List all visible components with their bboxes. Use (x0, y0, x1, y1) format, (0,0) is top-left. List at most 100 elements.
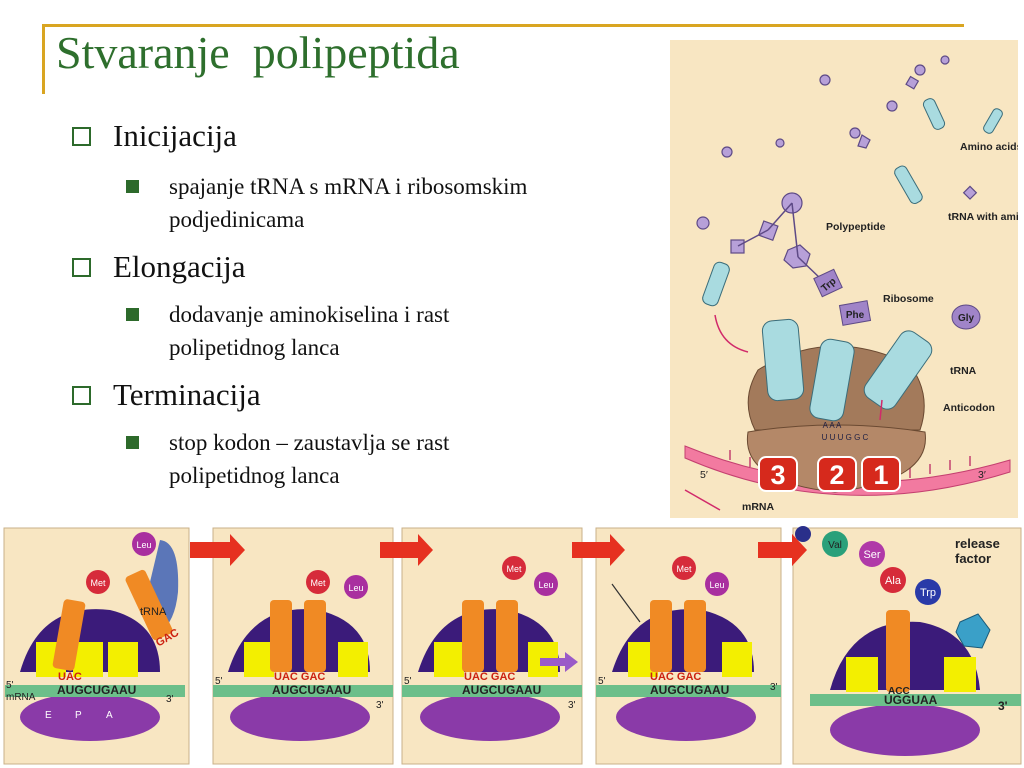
anticodon-label: UAC (58, 671, 82, 683)
site-p-label: P (75, 710, 82, 721)
exit-arrow-icon (714, 314, 749, 353)
bullet-detail: spajanje tRNA s mRNA i ribosomskim podje… (169, 174, 528, 232)
label-amino: Amino acids (960, 141, 1018, 153)
site-badge (817, 456, 857, 492)
anticodon-label: UAC GAC (464, 671, 515, 683)
leu-ball (344, 575, 368, 599)
bullet-elongacija: Elongacija (72, 249, 246, 285)
mrna-label: mRNA (6, 692, 36, 703)
hollow-square-bullet-icon (72, 385, 91, 405)
release-factor-label: release factor (955, 536, 1003, 566)
val-label: Val (828, 540, 842, 551)
square-bullet-icon (126, 436, 139, 449)
three-prime-label: 3' (376, 700, 384, 711)
panel-initiation: Met Leu tRNA UAC GAC AUGCUGAAU 5' 3' mRN… (5, 532, 185, 741)
step-arrow-icon (572, 534, 625, 566)
ser-label: Ser (863, 549, 880, 561)
codon-sequence: AUGCUGAAU (650, 683, 729, 697)
met-label: Met (506, 564, 522, 574)
trna-a (496, 600, 518, 672)
anticodon-label: UAC GAC (650, 671, 701, 683)
amino-acid-ball (795, 526, 811, 542)
ribosome-site (338, 642, 368, 677)
leu-ball (132, 532, 156, 556)
trp-ball (915, 579, 941, 605)
title-frame-line (42, 24, 964, 27)
three-prime-label: 3' (166, 694, 174, 705)
ribosome-site (846, 657, 878, 692)
label-three-prime: 3′ (978, 469, 986, 481)
site-number: 3 (770, 460, 785, 490)
sub-bullet: dodavanje aminokiselina i rast polipetid… (126, 298, 529, 364)
ala-ball (880, 567, 906, 593)
mrna-strand (5, 685, 185, 697)
release-factor-text: factor (955, 551, 991, 566)
anticodon-label: ACC (888, 686, 910, 697)
entry-arrow-icon (879, 399, 883, 421)
leu-label: Leu (538, 580, 553, 590)
codon-sequence: AUGCUGAAU (272, 683, 351, 697)
hollow-square-bullet-icon (72, 126, 91, 146)
met-label: Met (676, 564, 692, 574)
leu-label: Leu (709, 580, 724, 590)
label-anticodon: Anticodon (943, 402, 995, 414)
codon-sequence: AUGCUGAAU (57, 683, 136, 697)
met-label: Met (90, 578, 106, 588)
site-badge (861, 456, 901, 492)
gly-label: Gly (958, 313, 975, 324)
panel-elongation-2: Met Leu UAC GAC AUGCUGAAU 5' 3' (402, 556, 582, 741)
trna-a (304, 600, 326, 672)
figure-labels: Amino acids tRNA with amino acid attache… (700, 141, 1018, 513)
sub-bullet: stop kodon – zaustavlja se rast polipeti… (126, 426, 529, 492)
label-mrna: mRNA (742, 501, 775, 513)
bullet-heading: Inicijacija (113, 118, 237, 153)
bullet-heading: Elongacija (113, 249, 246, 284)
label-five-prime: 5′ (700, 469, 708, 481)
panel-elongation-1: Met Leu UAC GAC AUGCUGAAU 5' 3' (213, 570, 393, 741)
three-prime-label: 3' (770, 682, 778, 693)
trp-label: Trp (920, 587, 936, 599)
square-bullet-icon (126, 308, 139, 321)
five-prime-label: 5' (6, 680, 14, 691)
exit-arrow-icon (611, 583, 641, 623)
trna-p (270, 600, 292, 672)
ribosome-site (73, 642, 103, 677)
trna-met (52, 599, 86, 671)
trna-p-site (809, 338, 855, 422)
ribosome-site (944, 657, 976, 692)
codon-letters: U U U G G C (822, 433, 869, 442)
translation-diagram: Trp Phe Gly A A A U U U G G C 3 2 1 Amin… (670, 40, 1018, 518)
page-title: Stvaranje polipeptida (56, 27, 460, 78)
ala-label: Ala (885, 575, 902, 587)
ribosome-small (830, 704, 980, 756)
anticodon-letters: A A A (823, 421, 842, 430)
phe-label: Phe (846, 310, 865, 321)
ribosome-sites: 3 2 1 (758, 456, 901, 492)
trna-e-site (761, 318, 805, 402)
ribosome-small (20, 693, 160, 741)
site-a-label: A (106, 710, 113, 721)
ribosome-site (244, 642, 274, 677)
five-prime-label: 5' (598, 676, 606, 687)
mrna-strand (596, 685, 781, 697)
step-arrow-icon (380, 534, 433, 566)
label-trna: tRNA (950, 365, 977, 377)
square-bullet-icon (126, 180, 139, 193)
site-number: 1 (873, 460, 888, 490)
mrna-strand (402, 685, 582, 697)
trna-leu (125, 569, 173, 641)
site-e-label: E (45, 710, 52, 721)
met-ball (672, 556, 696, 580)
label-trna-with-aa: tRNA with amino acid attached (948, 211, 1018, 223)
step-arrow-icon (758, 534, 807, 566)
gly-tag (951, 304, 981, 330)
free-trna-molecules (702, 98, 1003, 307)
mrna-strand (213, 685, 393, 697)
five-prime-label: 5' (404, 676, 412, 687)
label-ribosome: Ribosome (883, 293, 934, 305)
release-factor-text: release (955, 536, 1000, 551)
panel-termination: Val Ser Ala Trp release factor ACC UGGUA… (795, 526, 1021, 756)
ribosome-small (230, 693, 370, 741)
ribosome-site (434, 642, 464, 677)
met-ball (502, 556, 526, 580)
